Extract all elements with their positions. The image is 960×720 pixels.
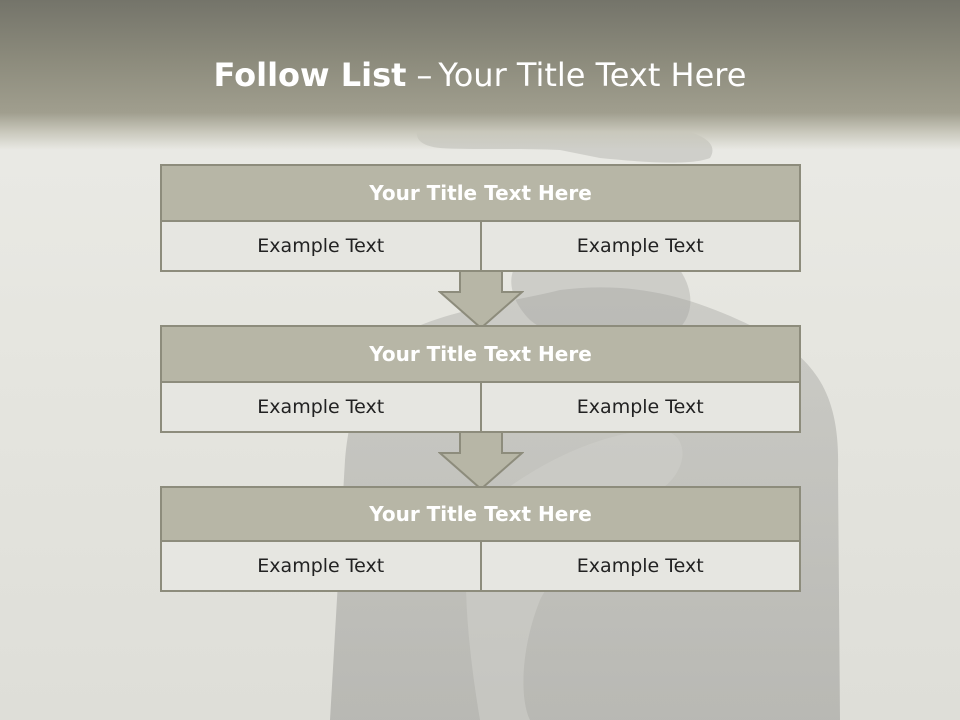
down-arrow-icon bbox=[438, 431, 524, 491]
block-heading: Your Title Text Here bbox=[160, 325, 801, 383]
follow-block-3: Your Title Text Here Example Text Exampl… bbox=[160, 486, 801, 592]
block-row: Example Text Example Text bbox=[160, 383, 801, 433]
header-band bbox=[0, 0, 960, 150]
down-arrow-icon bbox=[438, 270, 524, 330]
slide-title-subtitle: Your Title Text Here bbox=[438, 56, 747, 94]
block-cell-right: Example Text bbox=[479, 222, 799, 270]
follow-block-2: Your Title Text Here Example Text Exampl… bbox=[160, 325, 801, 433]
block-heading: Your Title Text Here bbox=[160, 164, 801, 222]
block-row: Example Text Example Text bbox=[160, 542, 801, 592]
block-cell-right: Example Text bbox=[479, 542, 799, 590]
block-heading: Your Title Text Here bbox=[160, 486, 801, 542]
block-cell-left: Example Text bbox=[162, 222, 480, 270]
block-cell-right: Example Text bbox=[479, 383, 799, 431]
slide-title-separator: – bbox=[416, 56, 433, 94]
slide-title: Follow List–Your Title Text Here bbox=[0, 52, 960, 98]
slide-title-main: Follow List bbox=[213, 56, 407, 94]
block-row: Example Text Example Text bbox=[160, 222, 801, 272]
block-cell-left: Example Text bbox=[162, 542, 480, 590]
block-cell-left: Example Text bbox=[162, 383, 480, 431]
follow-block-1: Your Title Text Here Example Text Exampl… bbox=[160, 164, 801, 272]
